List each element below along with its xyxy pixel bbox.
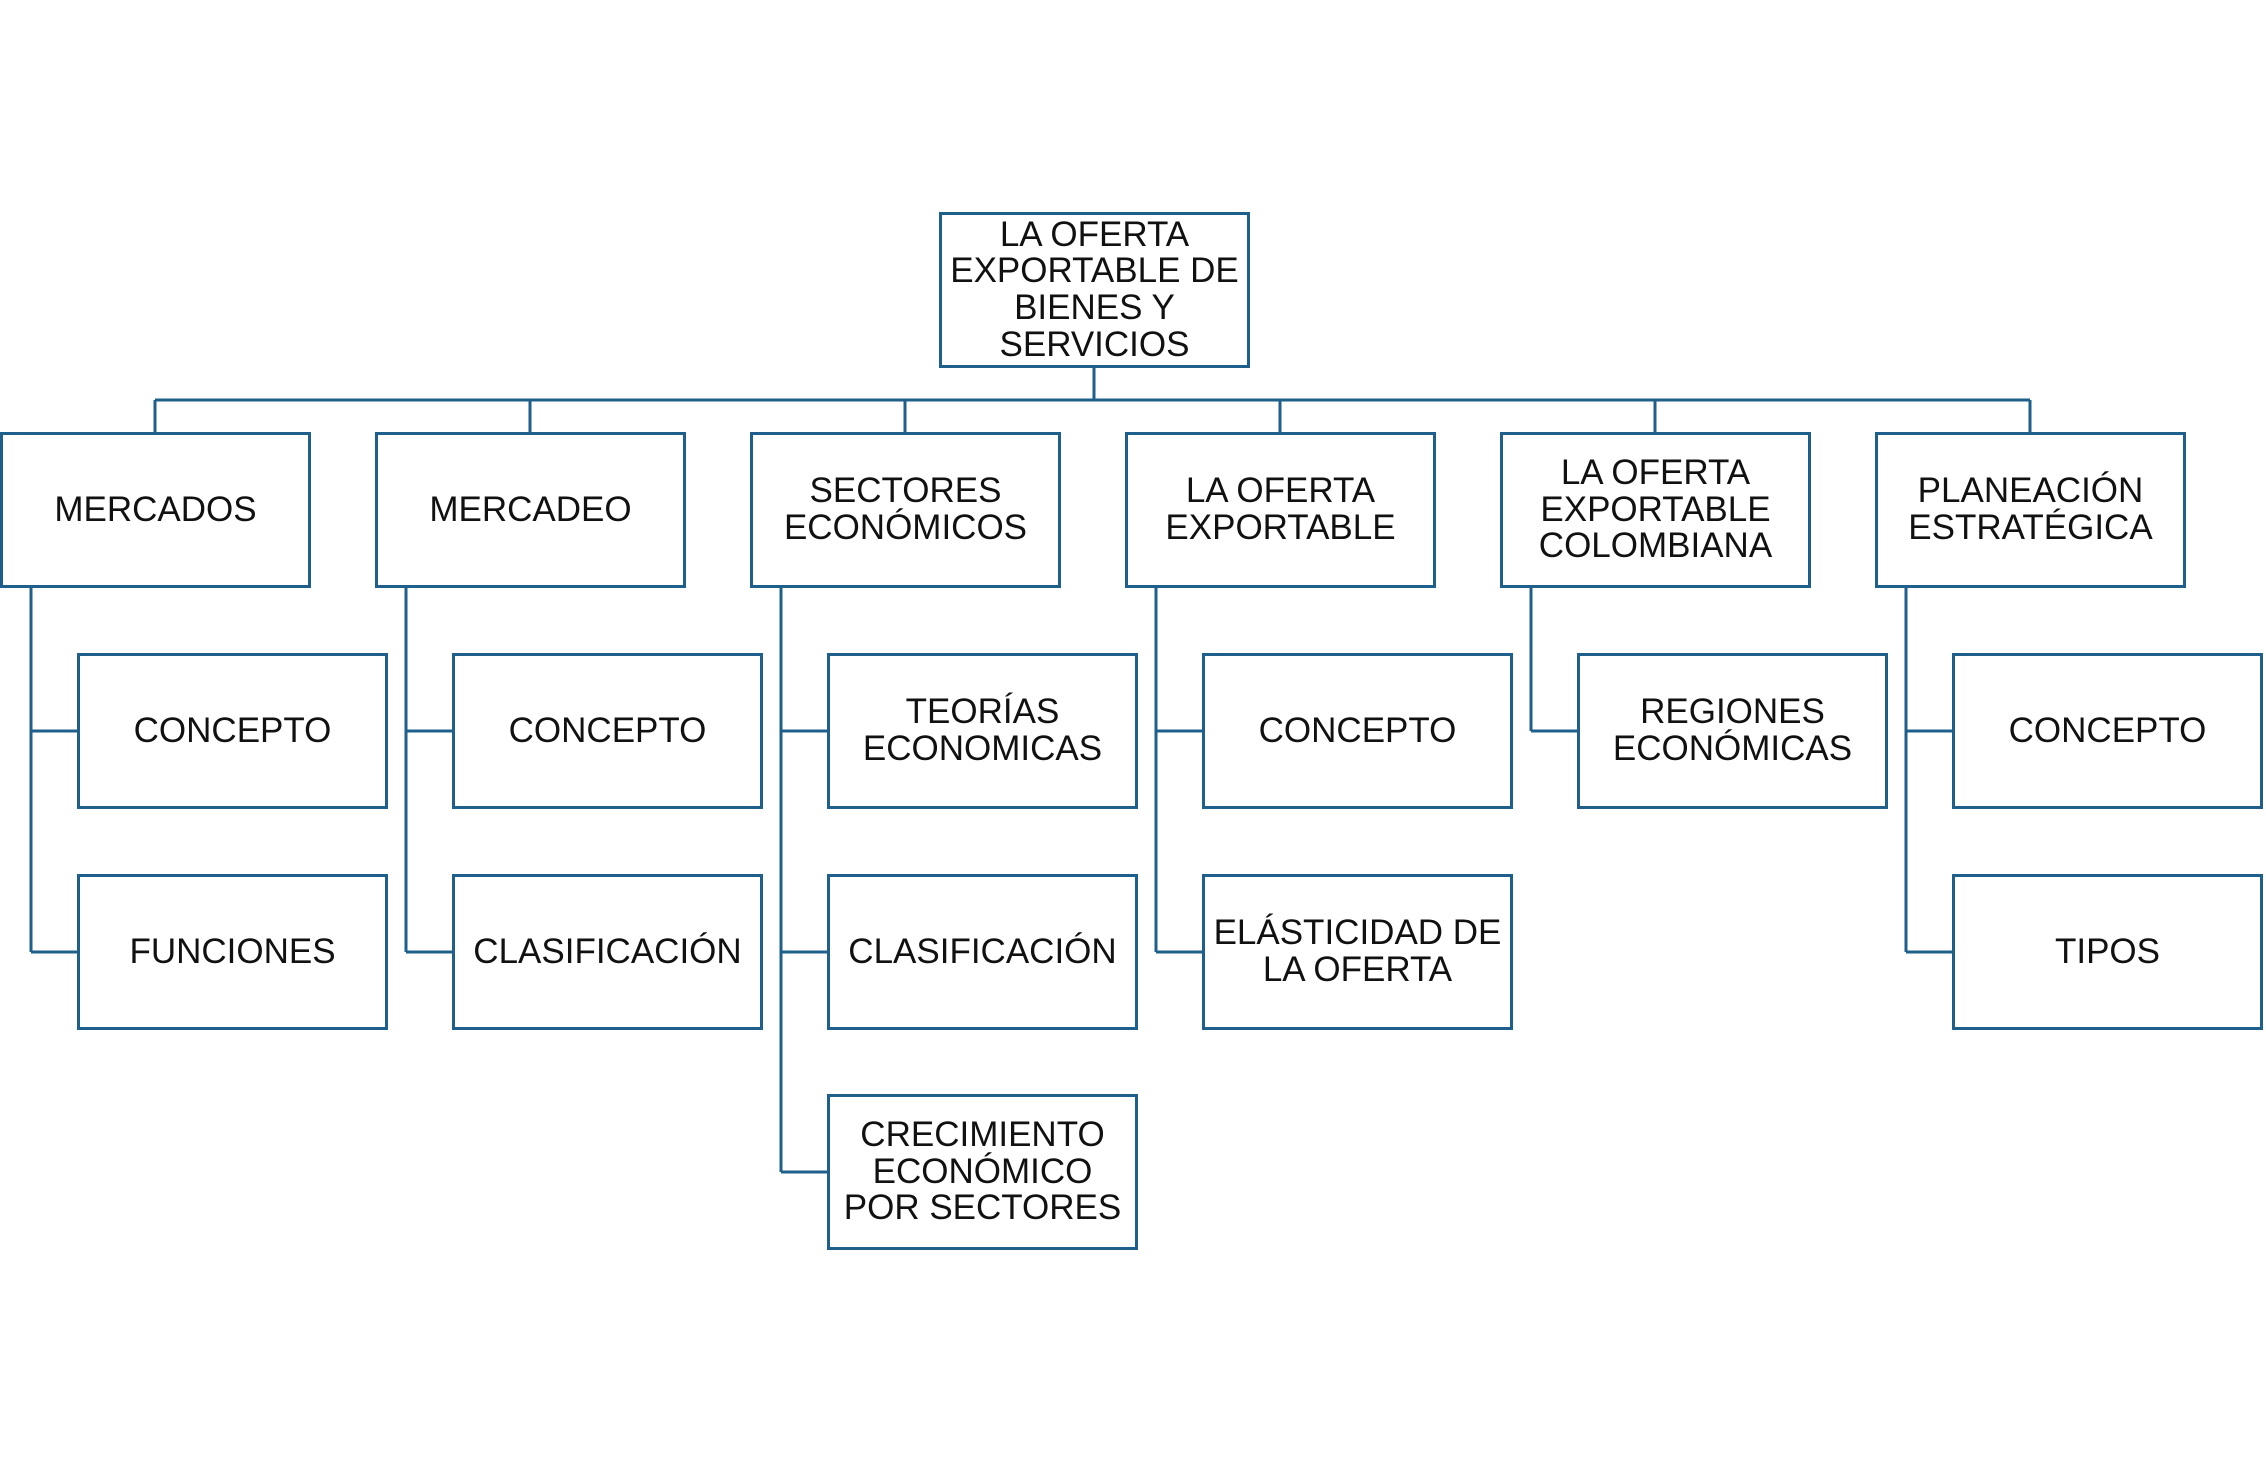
sectores-teorias-economicas-node: TEORÍAS ECONOMICAS [827,653,1138,809]
root-node: LA OFERTA EXPORTABLE DE BIENES Y SERVICI… [939,212,1250,368]
sectores-clasificacion-node: CLASIFICACIÓN [827,874,1138,1030]
mercados-funciones-node: FUNCIONES [77,874,388,1030]
planeacion-concepto-node: CONCEPTO [1952,653,2263,809]
sectores-crecimiento-economico-node: CRECIMIENTO ECONÓMICO POR SECTORES [827,1094,1138,1250]
oferta-elasticidad-node: ELÁSTICIDAD DE LA OFERTA [1202,874,1513,1030]
oferta-concepto-node: CONCEPTO [1202,653,1513,809]
category-mercados: MERCADOS [0,432,311,588]
category-sectores-economicos: SECTORES ECONÓMICOS [750,432,1061,588]
mercados-concepto-node: CONCEPTO [77,653,388,809]
category-planeacion-estrategica: PLANEACIÓN ESTRATÉGICA [1875,432,2186,588]
category-mercadeo: MERCADEO [375,432,686,588]
category-la-oferta-exportable: LA OFERTA EXPORTABLE [1125,432,1436,588]
planeacion-tipos-node: TIPOS [1952,874,2263,1030]
colombiana-regiones-economicas-node: REGIONES ECONÓMICAS [1577,653,1888,809]
mercadeo-concepto-node: CONCEPTO [452,653,763,809]
category-oferta-exportable-colombiana: LA OFERTA EXPORTABLE COLOMBIANA [1500,432,1811,588]
mercadeo-clasificacion-node: CLASIFICACIÓN [452,874,763,1030]
